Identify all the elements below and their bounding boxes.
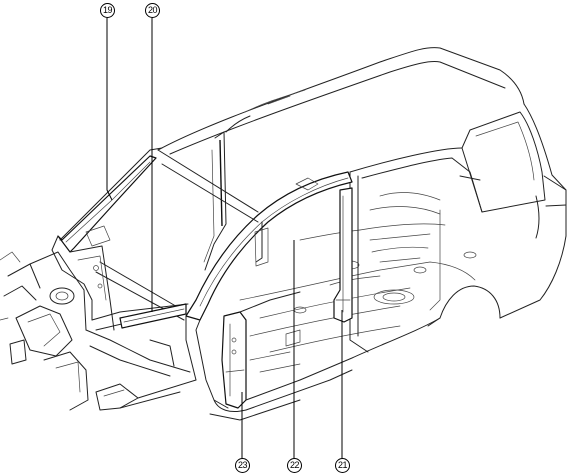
callout-19: 19 — [100, 3, 115, 18]
front-frame-and-engine-bay — [0, 251, 197, 411]
front-cowl — [51, 225, 189, 331]
front-hinge-pillar-part-23 — [195, 291, 301, 413]
side-sill-strip-part-20 — [119, 303, 187, 329]
windshield-frame — [59, 147, 259, 321]
callout-22: 22 — [287, 458, 302, 473]
callout-21: 21 — [335, 458, 350, 473]
inner-pillar-reinforcement — [254, 221, 269, 267]
roof-panel — [157, 47, 525, 155]
rear-quarter-panel — [349, 103, 567, 319]
a-pillar-roof-rail-part-22 — [185, 171, 353, 321]
leader-19 — [106, 18, 113, 201]
callout-23: 23 — [235, 458, 250, 473]
front-door-sill — [185, 315, 353, 421]
leader-lines — [106, 18, 343, 458]
rear-wheel-arch — [299, 285, 501, 381]
far-side-a-pillar — [203, 115, 251, 271]
callout-20: 20 — [145, 3, 160, 18]
b-pillar-part-21 — [333, 187, 353, 323]
